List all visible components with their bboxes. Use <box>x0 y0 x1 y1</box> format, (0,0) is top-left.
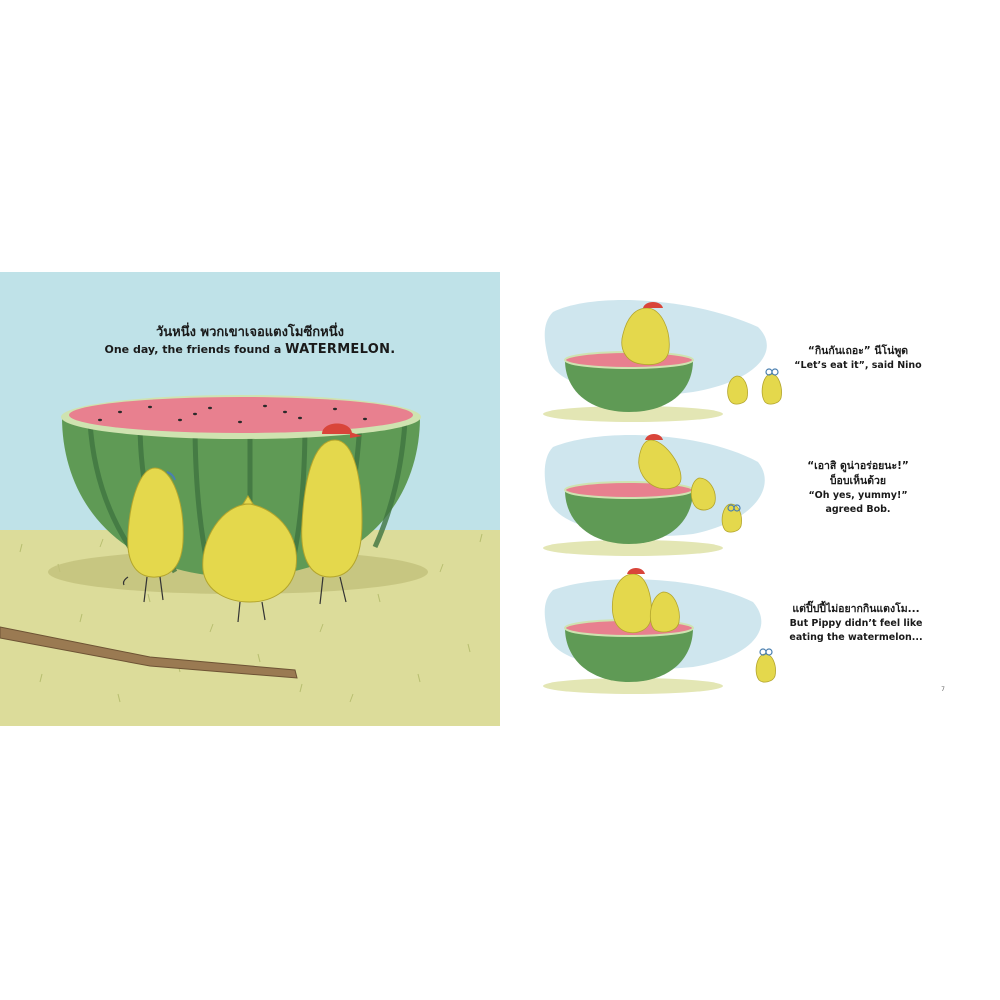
panel-1-melon <box>565 360 693 412</box>
panel-2-melon <box>565 490 693 544</box>
panel-2-chick-bob <box>690 477 716 511</box>
page-number: 7 <box>941 686 945 693</box>
panel-1-caption: “กินกันเถอะ” นีโน่พูด “Let’s eat it”, sa… <box>788 344 928 373</box>
panel-2-english: “Oh yes, yummy!” <box>808 490 908 501</box>
caption-thai: วันหนึ่ง พวกเขาเจอแตงโมซีกหนึ่ง <box>156 325 344 340</box>
panel-3-chick-bob <box>649 591 680 633</box>
panel-1-chick-pippy <box>761 373 782 405</box>
chick-pippy <box>122 467 184 603</box>
panel-3-english: But Pippy didn’t feel like <box>789 618 923 629</box>
panel-2-thai: “เอาสิ ดูน่าอร่อยนะ!” <box>807 460 909 472</box>
wooden-stick <box>0 626 298 679</box>
panel-2-chick-nino <box>638 439 682 490</box>
panel-1-red-cap <box>643 302 663 308</box>
panel-1-english: “Let’s eat it”, said Nino <box>794 360 922 371</box>
left-illustration <box>0 395 500 726</box>
watermelon-flesh <box>69 397 413 433</box>
panel-3-illustration <box>543 568 776 694</box>
caption-english-highlight: WATERMELON. <box>285 342 396 357</box>
chick-nino <box>301 423 363 605</box>
panel-3-thai: แต่ปิ๊ปปี้ไม่อยากกินแตงโม... <box>792 603 920 615</box>
panel-3-grass <box>543 678 723 694</box>
watermelon-seeds <box>98 404 367 424</box>
right-illustrations <box>543 300 782 694</box>
panel-3-melon <box>565 628 693 682</box>
panel-3-english-2: eating the watermelon... <box>789 632 923 643</box>
panel-2-english-2: agreed Bob. <box>825 504 891 515</box>
panel-3-chick-pippy <box>755 653 776 683</box>
panel-3-caption: แต่ปิ๊ปปี้ไม่อยากกินแตงโม... But Pippy d… <box>781 602 931 645</box>
chick-bob <box>202 495 297 623</box>
panel-1-chick-nino <box>621 307 670 366</box>
panel-3-red-cap <box>627 568 645 574</box>
left-page-caption: วันหนึ่ง พวกเขาเจอแตงโมซีกหนึ่ง One day,… <box>60 324 440 358</box>
panel-1-illustration <box>543 300 782 422</box>
right-page: “กินกันเถอะ” นีโน่พูด “Let’s eat it”, sa… <box>513 272 1000 726</box>
panel-2-illustration <box>543 434 765 556</box>
left-page: วันหนึ่ง พวกเขาเจอแตงโมซีกหนึ่ง One day,… <box>0 272 500 726</box>
panel-2-grass <box>543 540 723 556</box>
caption-english-text: One day, the friends found a <box>104 343 282 356</box>
caption-english: One day, the friends found a WATERMELON. <box>60 342 440 358</box>
grass-texture <box>19 533 483 703</box>
panel-1-chick-bob <box>727 375 748 405</box>
panel-2-thai-2: บ็อบเห็นด้วย <box>829 475 887 487</box>
red-cap <box>322 423 352 434</box>
panel-1-thai: “กินกันเถอะ” นีโน่พูด <box>807 345 909 357</box>
panel-2-caption: “เอาสิ ดูน่าอร่อยนะ!” บ็อบเห็นด้วย “Oh y… <box>783 459 933 517</box>
panel-2-red-cap <box>645 434 663 440</box>
panel-2-chick-pippy <box>721 503 742 533</box>
panel-1-grass <box>543 406 723 422</box>
panel-3-chick-nino <box>611 573 652 634</box>
